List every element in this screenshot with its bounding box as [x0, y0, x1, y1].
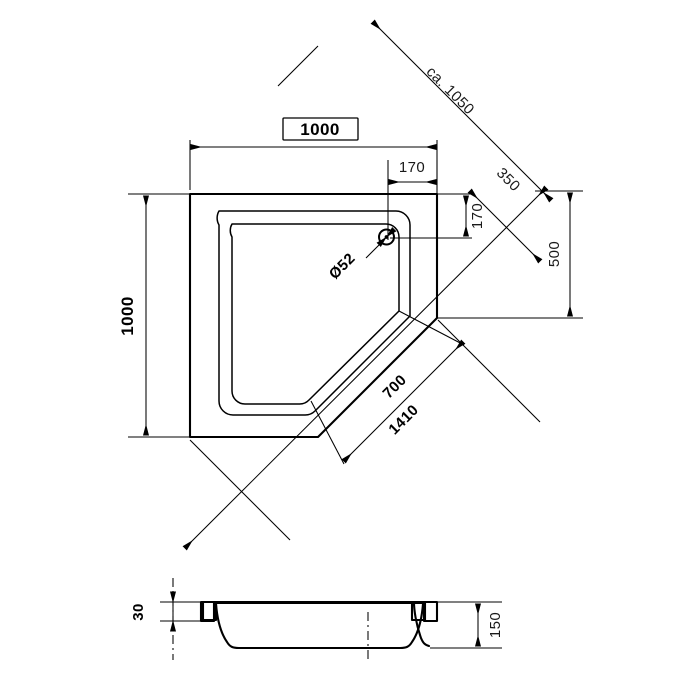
diagonal-1410-dimension: 1410 [182, 185, 549, 551]
diag-700-dim-line [341, 339, 466, 464]
h150-label: 150 [487, 612, 504, 638]
right-500-label: 500 [546, 241, 563, 267]
diag-overall-dim-line [370, 19, 554, 203]
diag-1410-dim-line [182, 185, 549, 551]
diag-overall-ext-left [277, 45, 319, 87]
diag-1410-label: 1410 [385, 401, 422, 438]
diag-700-ext-a [398, 310, 465, 346]
plan-view-group: Ø52 [188, 192, 439, 439]
section-basin-wall [214, 602, 425, 650]
section-outer-shell [199, 600, 439, 623]
offset-h-label: 170 [399, 159, 425, 176]
section-view-group: 30 150 [130, 578, 504, 660]
rim30-label: 30 [130, 603, 147, 621]
diag-700-label: 700 [380, 372, 411, 403]
offset-v-label: 170 [469, 203, 486, 229]
drain-diameter-label: Ø52 [326, 250, 359, 283]
left-height-dimension: 1000 [118, 193, 192, 438]
tray-outer-outline [188, 192, 439, 439]
diag-overall-label: ca. 1050 [423, 63, 478, 118]
top-width-dimension: 1000 [189, 117, 438, 190]
section-profile [201, 600, 431, 648]
diag-700-ext-b [310, 400, 345, 465]
top-width-label-box [282, 117, 359, 141]
diag-1410-ext-b [189, 439, 291, 541]
diag-1410-ext-a [437, 319, 541, 423]
diag-350-label: 350 [493, 165, 524, 196]
left-height-label: 1000 [118, 296, 137, 335]
top-width-label: 1000 [300, 120, 339, 139]
right-500-dimension: 500 [437, 190, 583, 319]
drain-leader-lower [365, 244, 380, 259]
diagonal-700-dimension: 700 [310, 310, 466, 465]
